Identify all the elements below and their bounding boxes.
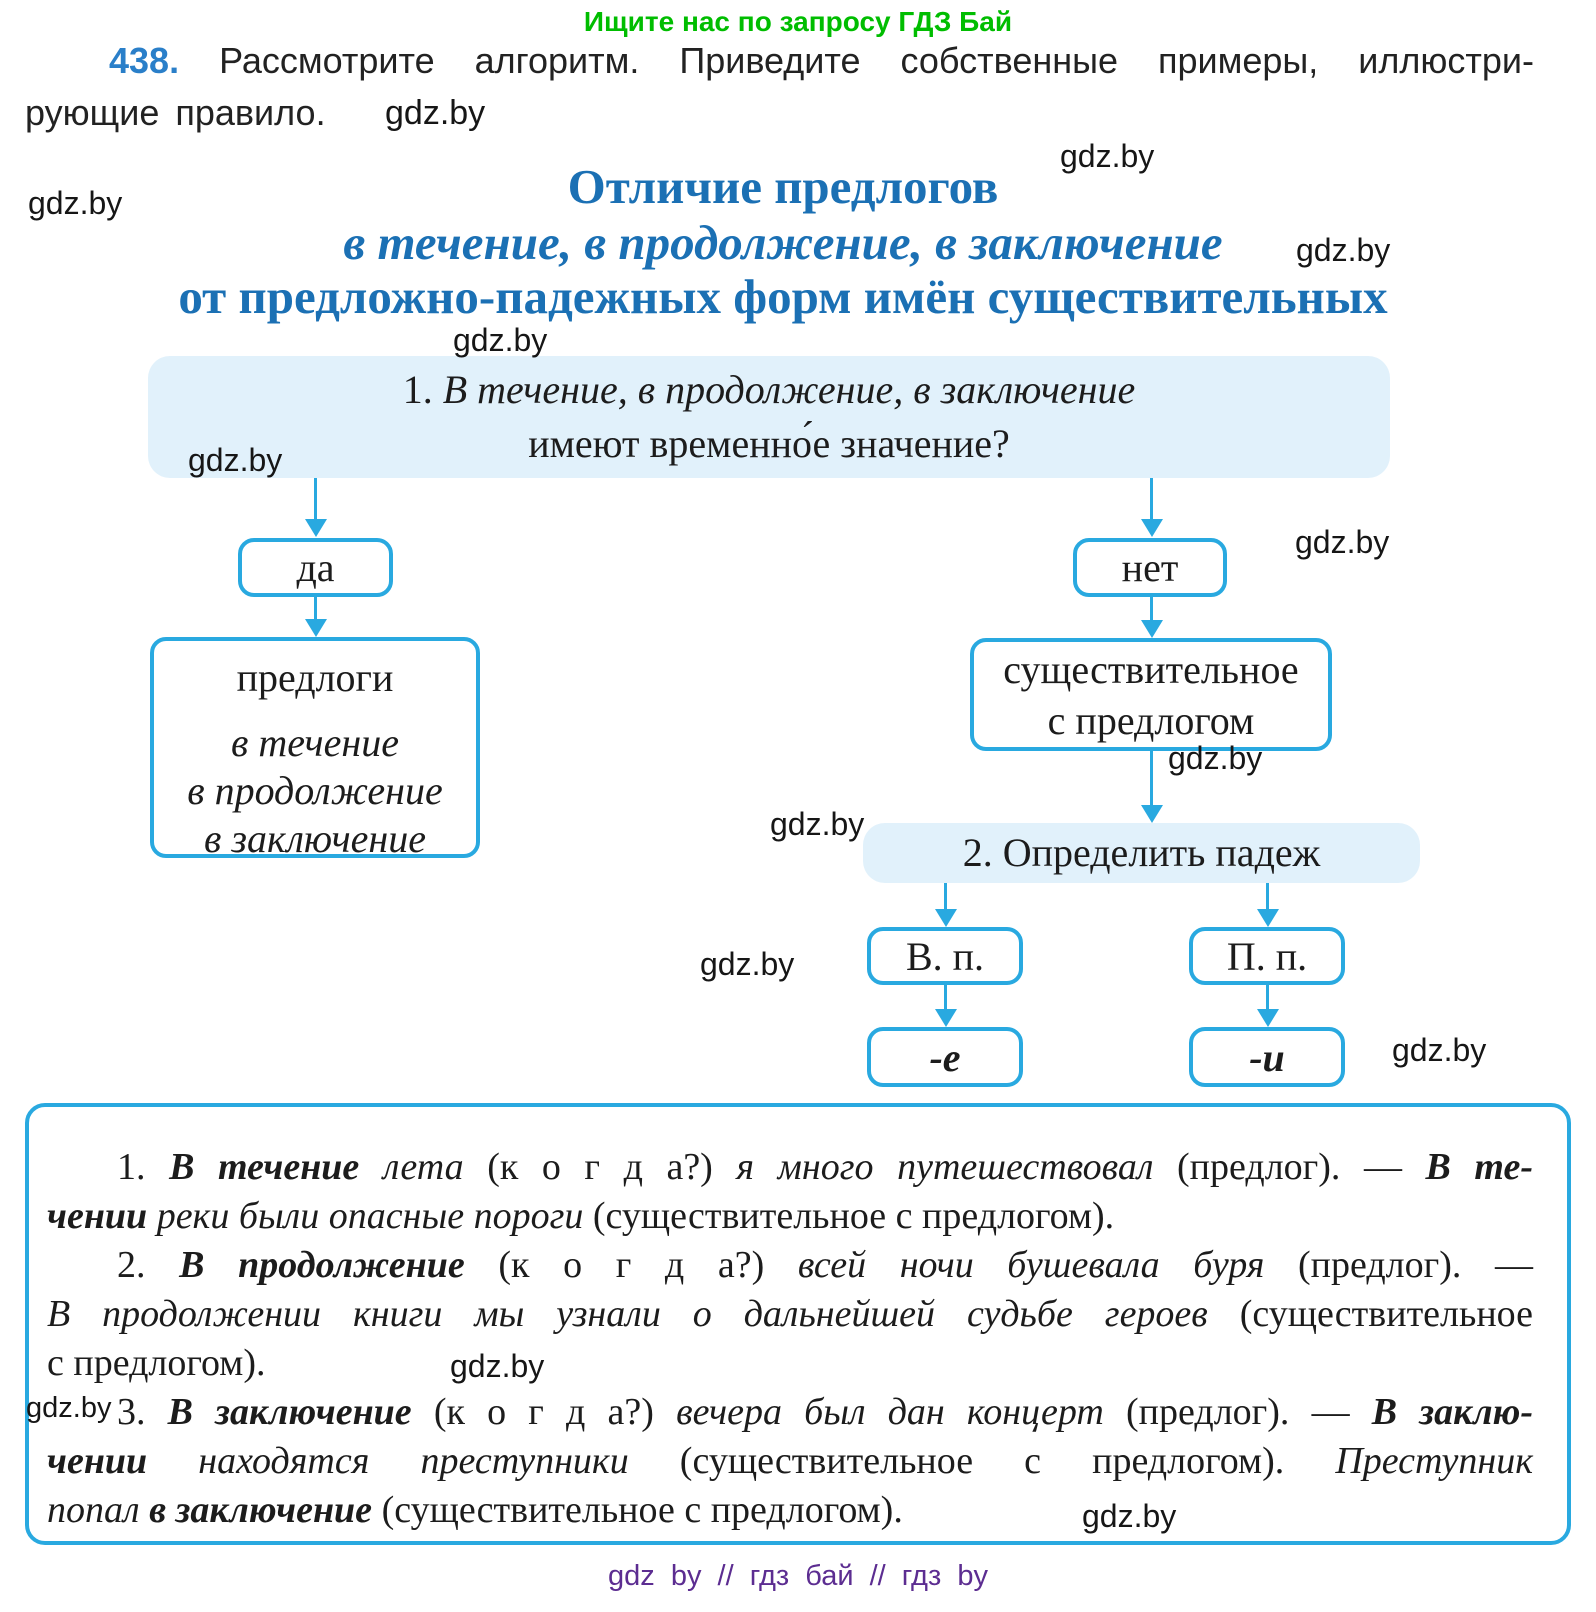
text-segment: (существительное с предлогом). (679, 1440, 1336, 1482)
flow-arrow-to-prepositions (314, 597, 317, 620)
text-segment: лета (359, 1146, 488, 1188)
text-segment: 2. (117, 1244, 180, 1286)
text-segment: В те- (1425, 1146, 1533, 1188)
text-segment: реки были опасные пороги (147, 1195, 593, 1237)
preposition-item: в заключение (203, 816, 427, 861)
promo-banner: Ищите нас по запросу ГДЗ Бай (583, 6, 1013, 37)
task-text: Рассмотрите алгоритм. Приведите собствен… (219, 40, 1534, 81)
text-segment: всей ночи бушевала буря (797, 1244, 1298, 1286)
watermark: gdz.by (453, 322, 548, 358)
watermark: gdz.by (188, 442, 283, 478)
example-line: 1. В течение лета (к о г д а?) я много п… (47, 1143, 1533, 1192)
case-accusative-box: В. п. (867, 927, 1023, 985)
flow-arrow-to-accusative (944, 883, 947, 910)
watermark: gdz.by (1296, 232, 1391, 268)
flow-arrow-to-ending-e (944, 985, 947, 1010)
text-segment: 1. (117, 1146, 170, 1188)
task-text-line2: рующие правило. (25, 92, 326, 133)
answer-yes-box: да (238, 538, 393, 597)
text-segment: попал (47, 1489, 150, 1531)
watermark: gdz.by (28, 185, 123, 221)
flow-question-1-box: 1. В течение, в продолжение, в заключени… (148, 356, 1390, 478)
example-line: чении находятся преступники (существител… (47, 1437, 1533, 1486)
watermark: gdz.by (1060, 138, 1155, 174)
preposition-item: в течение (231, 720, 399, 765)
text-segment: (к о г д а?) (411, 1391, 677, 1433)
text-segment: (предлог). — (1297, 1244, 1533, 1286)
noun-line1: существительное (1003, 646, 1299, 692)
question-1-number: 1. (402, 367, 443, 412)
answer-no-box: нет (1073, 538, 1227, 597)
text-segment: В продолжении книги мы узнали о дальнейш… (47, 1293, 1240, 1335)
diagram-title-line3: от предложно-падежных форм имён существи… (178, 269, 1388, 324)
text-segment: Преступник (1335, 1440, 1533, 1482)
watermark: gdz.by (770, 806, 865, 842)
question-1-line1: 1. В течение, в продолжение, в заключени… (403, 363, 1136, 417)
flow-question-2-box: 2. Определить падеж (863, 823, 1420, 883)
text-segment: (предлог). — (1126, 1391, 1372, 1433)
ending-i-box: -и (1189, 1027, 1345, 1087)
diagram-title-line2: в течение, в продолжение, в заключение (343, 215, 1223, 270)
text-segment: в заключение (149, 1489, 373, 1531)
exercise-number: 438. (109, 40, 180, 81)
prepositions-result-box: предлоги в течение в продолжение в заклю… (150, 637, 480, 861)
flow-arrow-to-noun (1150, 597, 1153, 621)
noun-result-box: существительное с предлогом (970, 638, 1332, 751)
text-segment: В заключение (167, 1391, 412, 1433)
watermark: gdz.by (700, 946, 795, 982)
example-line: попал в заключение (существительное с пр… (47, 1486, 1533, 1535)
prepositions-label: предлоги (236, 655, 394, 700)
text-segment: (существительное с предлогом). (592, 1195, 1115, 1237)
watermark: gdz.by (1168, 740, 1263, 776)
text-segment: чении (47, 1195, 148, 1237)
flow-arrow-yes (314, 478, 317, 520)
text-segment: В заклю- (1371, 1391, 1533, 1433)
question-1-phrase: В течение, в продолжение, в заключение (442, 367, 1136, 412)
text-segment: вечера был дан концерт (676, 1391, 1127, 1433)
watermark: gdz.by (26, 1392, 112, 1424)
text-segment: В продолжение (179, 1244, 465, 1286)
noun-line2: с предлогом (1047, 697, 1255, 743)
watermark: gdz.by (1295, 524, 1390, 560)
diagram-title-line1: Отличие предлогов (567, 159, 999, 214)
watermark: gdz.by (450, 1348, 545, 1384)
example-line: В продолжении книги мы узнали о дальнейш… (47, 1290, 1533, 1339)
text-segment: я много путешествовал (736, 1146, 1177, 1188)
example-line: 3. В заключение (к о г д а?) вечера был … (47, 1388, 1533, 1437)
text-segment: (к о г д а?) (487, 1146, 737, 1188)
question-1-line2: имеют временно́е значение? (528, 421, 1010, 466)
text-segment: чении (47, 1440, 148, 1482)
flow-arrow-to-prepositional (1266, 883, 1269, 910)
text-segment: 3. (117, 1391, 168, 1433)
text-segment: находятся преступники (147, 1440, 680, 1482)
text-segment: с предлогом). (47, 1342, 266, 1384)
footer-credit: gdz by // гдз бай // гдз by (608, 1560, 988, 1592)
example-line: 2. В продолжение (к о г д а?) всей ночи … (47, 1241, 1533, 1290)
ending-e-box: -е (867, 1027, 1023, 1087)
example-line: чении реки были опасные пороги (существи… (47, 1192, 1533, 1241)
watermark: gdz.by (1392, 1032, 1487, 1068)
case-prepositional-box: П. п. (1189, 927, 1345, 985)
flow-arrow-to-ending-i (1266, 985, 1269, 1010)
flow-arrow-to-question-2 (1150, 751, 1153, 806)
example-line: с предлогом). (47, 1339, 1533, 1388)
text-segment: (предлог). — (1177, 1146, 1426, 1188)
preposition-item: в продолжение (187, 768, 443, 813)
task-text-line1: 438. Рассмотрите алгоритм. Приведите соб… (25, 40, 1534, 82)
flow-arrow-no (1150, 478, 1153, 520)
watermark: gdz.by (1082, 1498, 1177, 1534)
examples-box: 1. В течение лета (к о г д а?) я много п… (25, 1103, 1571, 1545)
text-segment: (к о г д а?) (464, 1244, 798, 1286)
text-segment: В течение (169, 1146, 360, 1188)
text-segment: (существительное с предлогом). (372, 1489, 903, 1531)
watermark: gdz.by (385, 94, 486, 132)
text-segment: (существительное (1239, 1293, 1533, 1335)
